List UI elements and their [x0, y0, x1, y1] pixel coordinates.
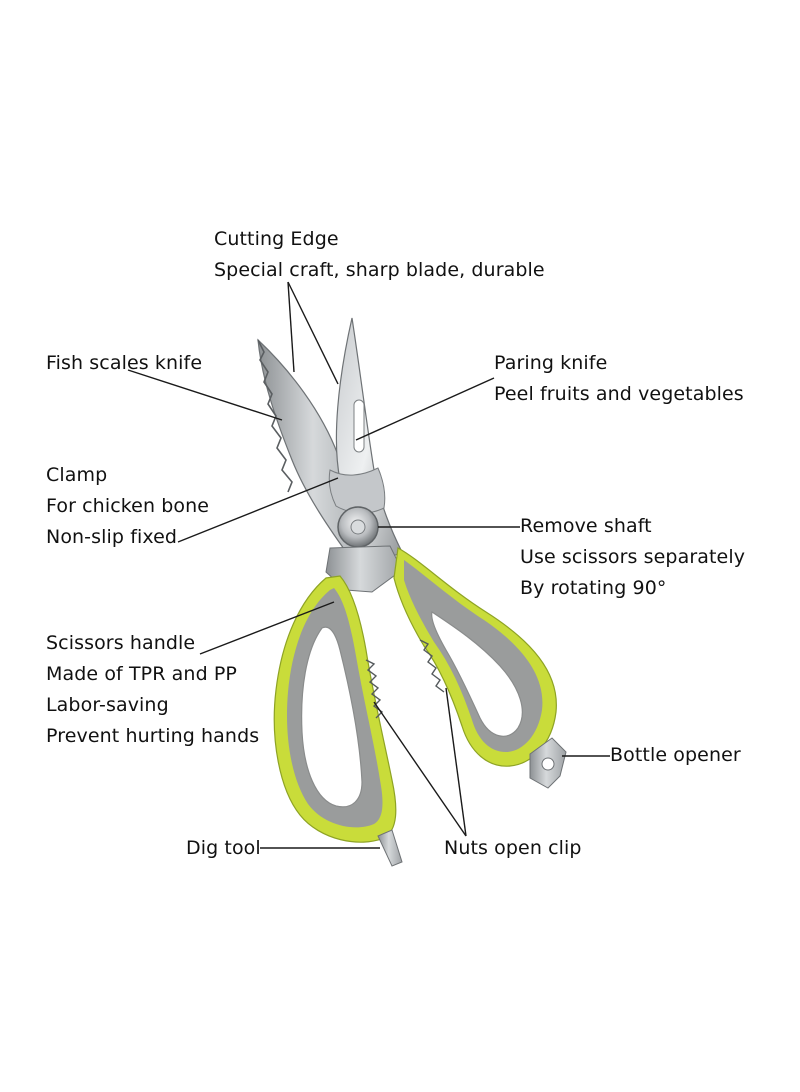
callout-clamp: Clamp For chicken bone Non-slip fixed — [46, 460, 209, 553]
handle-title: Scissors handle — [46, 632, 196, 654]
callout-dig-tool: Dig tool — [186, 833, 261, 864]
bottle-opener-title: Bottle opener — [610, 744, 741, 766]
remove-shaft-line-2: Use scissors separately — [520, 546, 746, 568]
paring-knife-desc: Peel fruits and vegetables — [494, 383, 744, 405]
callout-nuts-open-clip: Nuts open clip — [444, 833, 582, 864]
left-finger-loop — [301, 626, 363, 808]
callout-bottle-opener: Bottle opener — [610, 740, 741, 771]
callout-fish-scales-knife: Fish scales knife — [46, 348, 202, 379]
callout-paring-knife: Paring knife Peel fruits and vegetables — [494, 348, 744, 410]
leader-nuts-clip-b — [445, 687, 467, 837]
remove-shaft-title: Remove shaft — [520, 515, 652, 537]
cutting-edge-desc: Special craft, sharp blade, durable — [214, 259, 545, 281]
fish-scale-teeth — [257, 339, 293, 493]
nut-clip-teeth-left — [365, 659, 384, 719]
leader-fish-scales — [127, 369, 283, 421]
paring-slot — [353, 399, 365, 453]
clamp-line-3: Non-slip fixed — [46, 526, 178, 548]
callout-scissors-handle: Scissors handle Made of TPR and PP Labor… — [46, 628, 259, 752]
bottle-opener-hole — [541, 757, 555, 771]
dig-tool-title: Dig tool — [186, 837, 261, 859]
right-finger-loop — [431, 611, 523, 737]
nut-clip-teeth-right — [419, 639, 445, 693]
leader-clamp — [177, 477, 339, 543]
handle-line-4: Prevent hurting hands — [46, 725, 260, 747]
paring-knife-title: Paring knife — [494, 352, 608, 374]
lower-tangs — [325, 545, 403, 593]
pivot-screw-center — [350, 519, 366, 535]
fish-scales-title: Fish scales knife — [46, 352, 203, 374]
clamp-jaws — [328, 467, 386, 514]
nuts-clip-title: Nuts open clip — [444, 837, 582, 859]
callout-remove-shaft: Remove shaft Use scissors separately By … — [520, 511, 745, 604]
clamp-title: Clamp — [46, 464, 108, 486]
leader-cutting-edge-b — [287, 281, 339, 385]
leader-cutting-edge-a — [287, 281, 295, 373]
callout-cutting-edge: Cutting Edge Special craft, sharp blade,… — [214, 224, 545, 286]
remove-shaft-line-3: By rotating 90° — [520, 577, 667, 599]
dig-tool-tip — [377, 829, 403, 867]
handle-line-3: Labor-saving — [46, 694, 169, 716]
handle-line-2: Made of TPR and PP — [46, 663, 237, 685]
cutting-edge-title: Cutting Edge — [214, 228, 339, 250]
leader-nuts-clip-a — [373, 701, 467, 837]
leader-paring-knife — [355, 377, 495, 441]
clamp-line-2: For chicken bone — [46, 495, 210, 517]
leader-handle — [199, 601, 335, 655]
